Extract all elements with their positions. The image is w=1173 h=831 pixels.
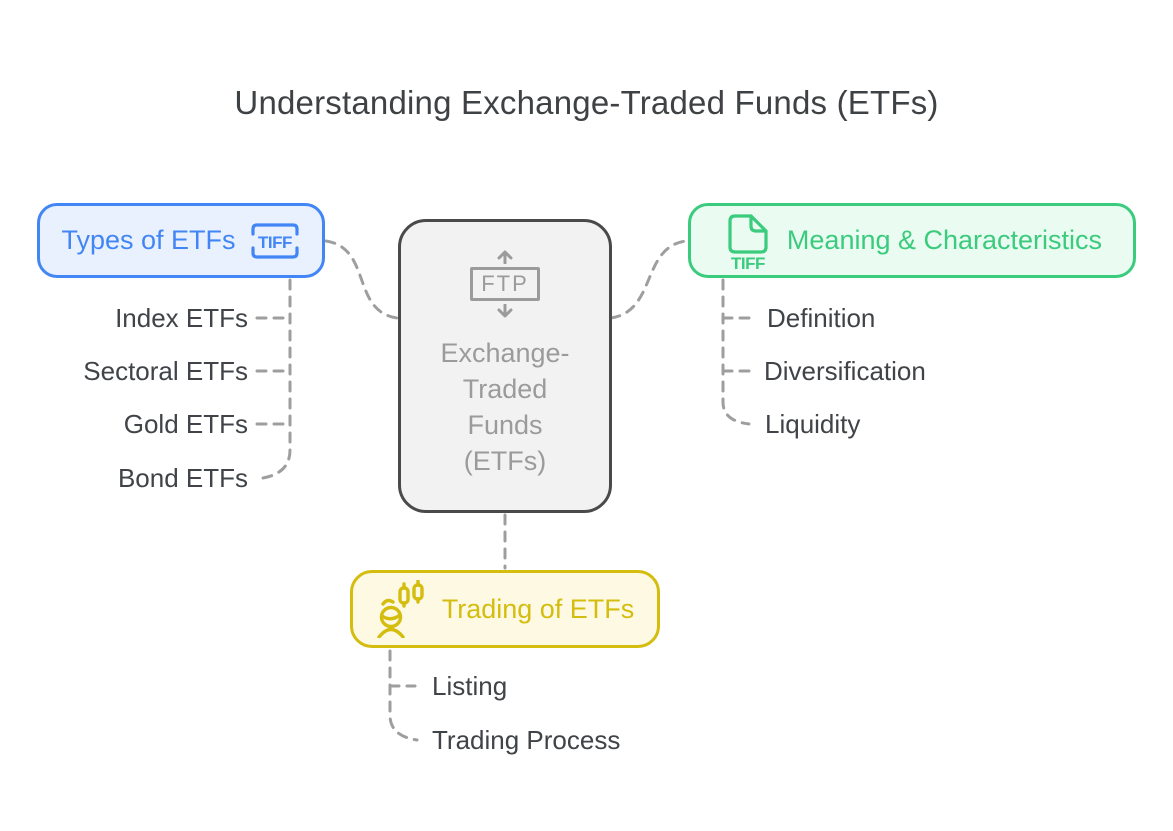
leaf-trading-process: Trading Process xyxy=(432,725,621,755)
connector-meaning-subtree xyxy=(721,278,751,426)
branch-node-meaning-characteristics: TIFF Meaning & Characteristics xyxy=(688,203,1136,278)
trader-candlestick-icon xyxy=(377,580,424,638)
branch-label-types: Types of ETFs xyxy=(61,225,236,255)
leaf-index-etfs: Index ETFs xyxy=(115,303,248,333)
arrow-down-icon xyxy=(497,304,513,318)
leaf-liquidity: Liquidity xyxy=(765,409,861,439)
connector-types-subtree xyxy=(261,278,292,480)
ftp-badge: FTP xyxy=(470,267,540,301)
arrow-up-icon xyxy=(497,250,513,264)
ftp-transfer-icon: FTP xyxy=(470,249,540,319)
center-label-line: Funds xyxy=(467,410,543,440)
tiff-badge-text: TIFF xyxy=(258,233,292,252)
center-node-label: Exchange- Traded Funds (ETFs) xyxy=(440,335,569,479)
tiff-badge-text: TIFF xyxy=(731,254,765,270)
branch-node-types-of-etfs: Types of ETFs TIFF xyxy=(37,203,325,278)
connector-trading-subtree xyxy=(388,649,419,742)
center-node-etfs: FTP Exchange- Traded Funds (ETFs) xyxy=(398,219,612,513)
connector-center-to-meaning xyxy=(609,239,688,320)
tiff-file-icon: TIFF xyxy=(728,213,768,270)
leaf-gold-etfs: Gold ETFs xyxy=(123,409,248,439)
leaf-diversification: Diversification xyxy=(764,356,926,386)
leaf-bond-etfs: Bond ETFs xyxy=(117,463,248,493)
center-label-line: Exchange- xyxy=(440,338,570,368)
tiff-frame-icon: TIFF xyxy=(250,222,299,259)
diagram-title: Understanding Exchange-Traded Funds (ETF… xyxy=(234,84,939,121)
center-label-line: (ETFs) xyxy=(463,446,547,476)
branch-label-meaning: Meaning & Characteristics xyxy=(786,225,1103,255)
leaf-listing: Listing xyxy=(432,671,508,701)
branch-label-trading: Trading of ETFs xyxy=(441,593,635,624)
center-label-line: Traded xyxy=(462,374,548,404)
leaf-definition: Definition xyxy=(767,303,876,333)
leaf-sectoral-etfs: Sectoral ETFs xyxy=(83,356,248,386)
branch-node-trading-of-etfs: Trading of ETFs xyxy=(350,570,660,648)
connector-types-to-center xyxy=(324,239,399,320)
